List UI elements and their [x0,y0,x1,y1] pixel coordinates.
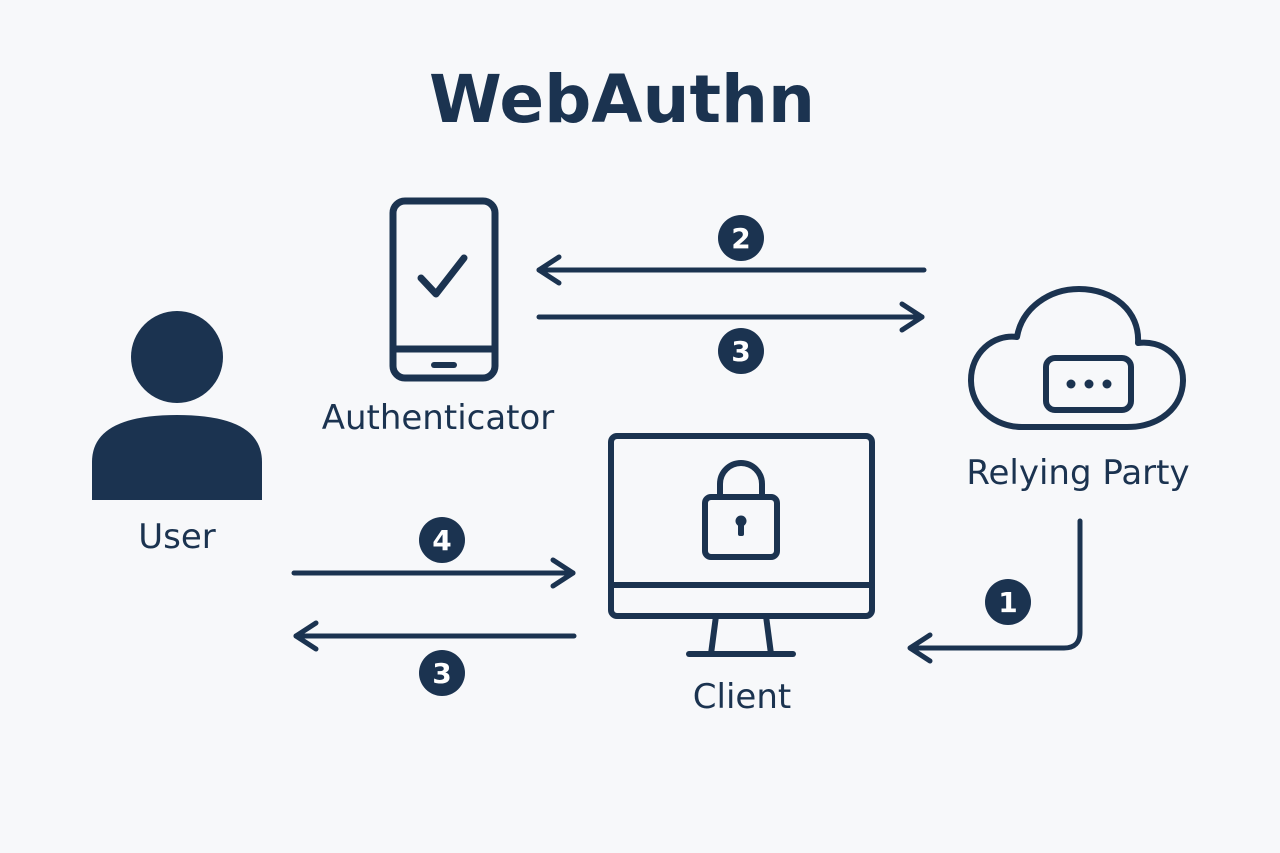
client-node: Client [608,433,875,717]
keyhole-icon [735,515,747,536]
arrow-authenticator-to-rp [536,301,925,333]
relying-party-label: Relying Party [966,453,1189,493]
step-badge-client-to-user: 3 [419,650,465,696]
arrow-user-to-client [291,557,576,589]
cloud-server-icon [968,286,1186,430]
step-number: 3 [432,657,451,690]
step-badge-rp-to-authenticator: 2 [718,215,764,261]
diagram-title: WebAuthn [429,61,815,138]
client-label: Client [693,677,791,717]
monitor-lock-icon [608,433,875,657]
step-badge-authenticator-to-rp: 3 [718,328,764,374]
step-badge-rp-to-client: 1 [985,579,1031,625]
authenticator-label: Authenticator [322,398,555,438]
authenticator-node: Authenticator [322,197,555,438]
arrow-client-to-user [293,620,577,652]
server-dots-icon [1066,379,1112,389]
step-number: 1 [998,586,1017,619]
smartphone-check-icon [389,197,499,382]
arrow-rp-to-client [907,518,1083,664]
step-number: 3 [731,335,750,368]
user-node: User [92,311,262,557]
arrow-rp-to-authenticator [536,254,927,286]
step-number: 4 [432,524,451,557]
user-label: User [138,517,216,557]
step-badge-user-to-client: 4 [419,517,465,563]
user-silhouette-icon [92,311,262,500]
step-number: 2 [731,222,750,255]
relying-party-node: Relying Party [966,286,1190,493]
